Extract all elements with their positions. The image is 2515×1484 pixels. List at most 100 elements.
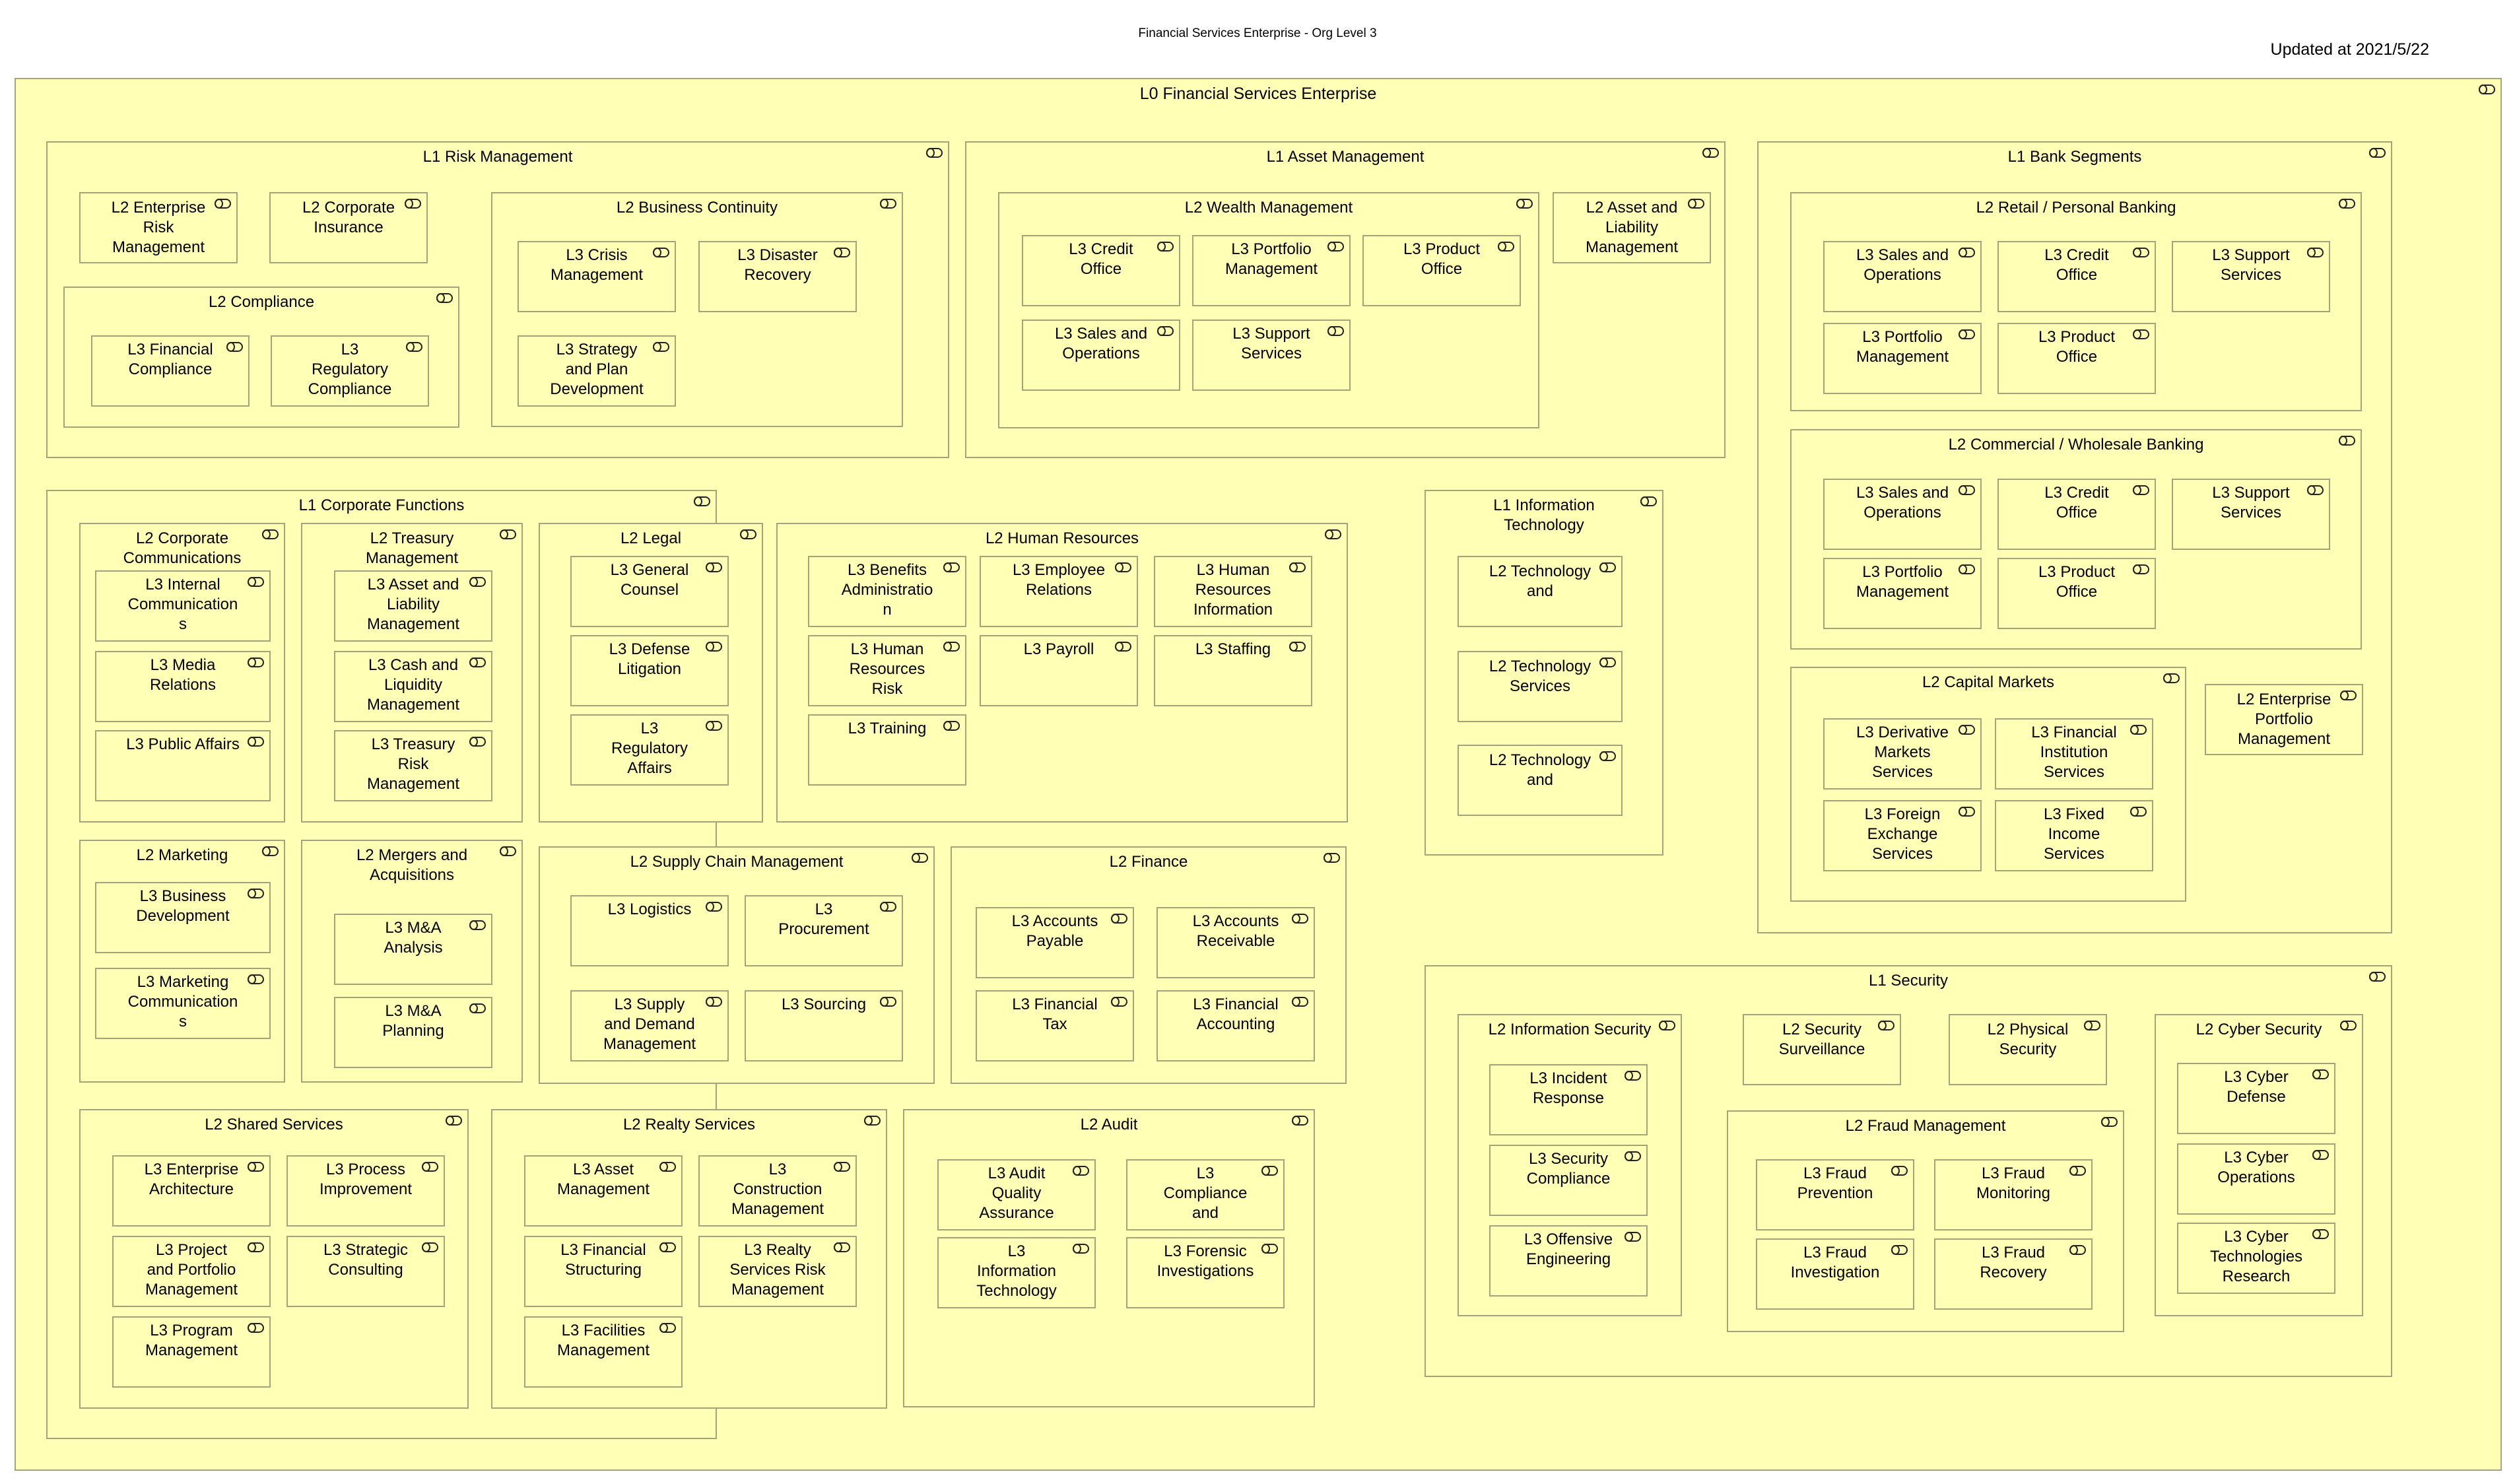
org-unit-l3-marketing-communications[interactable]: L3 Marketing Communications: [95, 968, 271, 1039]
org-unit-l3-manda-analysis[interactable]: L3 M&A Analysis: [334, 914, 492, 985]
org-unit-l3-financial-accounting[interactable]: L3 Financial Accounting: [1157, 990, 1315, 1062]
org-unit-l3-business-development[interactable]: L3 Business Development: [95, 882, 271, 953]
org-unit-l2-enterprise-risk-management[interactable]: L2 Enterprise Risk Management: [79, 192, 238, 263]
org-unit-l3-human-resources-risk[interactable]: L3 Human Resources Risk: [808, 635, 966, 706]
org-unit-l3-disaster-recovery[interactable]: L3 Disaster Recovery: [698, 241, 857, 312]
org-unit-l3-asset-management[interactable]: L3 Asset Management: [524, 1155, 683, 1227]
org-unit-l3-support-services[interactable]: L3 Support Services: [2172, 479, 2330, 550]
org-unit-l3-enterprise-architecture[interactable]: L3 Enterprise Architecture: [112, 1155, 271, 1227]
org-unit-l3-compliance-and[interactable]: L3 Compliance and: [1126, 1159, 1285, 1231]
org-unit-l3-information-technology[interactable]: L3 Information Technology: [937, 1237, 1096, 1308]
org-unit-l3-realty-services-risk-management[interactable]: L3 Realty Services Risk Management: [698, 1236, 857, 1307]
org-unit-l3-general-counsel[interactable]: L3 General Counsel: [570, 556, 729, 627]
org-unit-l3-procurement[interactable]: L3 Procurement: [745, 895, 903, 966]
org-unit-l3-facilities-management[interactable]: L3 Facilities Management: [524, 1316, 683, 1388]
org-unit-l3-asset-and-liability-management[interactable]: L3 Asset and Liability Management: [334, 570, 492, 642]
org-unit-l3-public-affairs[interactable]: L3 Public Affairs: [95, 730, 271, 801]
org-unit-l2-security-surveillance[interactable]: L2 Security Surveillance: [1743, 1014, 1901, 1085]
org-unit-l3-derivative-markets-services[interactable]: L3 Derivative Markets Services: [1823, 718, 1982, 790]
org-unit-l2-technology-and[interactable]: L2 Technology and: [1458, 745, 1623, 816]
org-unit-l3-cyber-technologies-research[interactable]: L3 Cyber Technologies Research: [2177, 1223, 2335, 1294]
org-unit-l3-incident-response[interactable]: L3 Incident Response: [1489, 1064, 1648, 1135]
org-unit-l3-accounts-receivable[interactable]: L3 Accounts Receivable: [1157, 907, 1315, 978]
org-unit-l3-financial-tax[interactable]: L3 Financial Tax: [976, 990, 1134, 1062]
org-unit-l3-support-services[interactable]: L3 Support Services: [1192, 320, 1351, 391]
org-unit-l3-fraud-investigation[interactable]: L3 Fraud Investigation: [1756, 1238, 1914, 1310]
org-unit-l3-credit-office[interactable]: L3 Credit Office: [1022, 235, 1180, 306]
org-unit-l3-support-services[interactable]: L3 Support Services: [2172, 241, 2330, 312]
org-unit-l3-portfolio-management[interactable]: L3 Portfolio Management: [1823, 558, 1982, 629]
org-unit-l3-human-resources-information[interactable]: L3 Human Resources Information: [1154, 556, 1312, 627]
org-unit-l3-foreign-exchange-services[interactable]: L3 Foreign Exchange Services: [1823, 800, 1982, 871]
org-unit-l3-payroll[interactable]: L3 Payroll: [980, 635, 1138, 706]
org-unit-l3-regulatory-compliance[interactable]: L3 Regulatory Compliance: [271, 335, 429, 407]
org-unit-l3-fraud-recovery[interactable]: L3 Fraud Recovery: [1934, 1238, 2093, 1310]
org-unit-l3-forensic-investigations[interactable]: L3 Forensic Investigations: [1126, 1237, 1285, 1308]
org-unit-l3-construction-management[interactable]: L3 Construction Management: [698, 1155, 857, 1227]
org-unit-l3-product-office[interactable]: L3 Product Office: [1997, 558, 2156, 629]
org-unit-l3-financial-compliance[interactable]: L3 Financial Compliance: [91, 335, 250, 407]
org-unit-l3-logistics[interactable]: L3 Logistics: [570, 895, 729, 966]
org-unit-l3-fraud-monitoring[interactable]: L3 Fraud Monitoring: [1934, 1159, 2093, 1231]
org-unit-l3-sales-and-operations[interactable]: L3 Sales and Operations: [1022, 320, 1180, 391]
org-unit-l3-security-compliance[interactable]: L3 Security Compliance: [1489, 1145, 1648, 1216]
org-unit-l3-financial-structuring[interactable]: L3 Financial Structuring: [524, 1236, 683, 1307]
org-unit-l2-corporate-insurance[interactable]: L2 Corporate Insurance: [269, 192, 428, 263]
org-unit-l3-process-improvement[interactable]: L3 Process Improvement: [286, 1155, 445, 1227]
org-unit-l3-manda-planning[interactable]: L3 M&A Planning: [334, 997, 492, 1068]
org-unit-l3-strategic-consulting[interactable]: L3 Strategic Consulting: [286, 1236, 445, 1307]
org-unit-l3-offensive-engineering[interactable]: L3 Offensive Engineering: [1489, 1225, 1648, 1297]
org-unit-l3-treasury-risk-management[interactable]: L3 Treasury Risk Management: [334, 730, 492, 801]
org-unit-l3-sales-and-operations[interactable]: L3 Sales and Operations: [1823, 241, 1982, 312]
org-unit-l3-financial-institution-services[interactable]: L3 Financial Institution Services: [1995, 718, 2153, 790]
org-unit-l3-internal-communications[interactable]: L3 Internal Communications: [95, 570, 271, 642]
org-unit-l2-enterprise-portfolio-management[interactable]: L2 Enterprise Portfolio Management: [2205, 684, 2363, 755]
org-unit-l3-strategy-and-plan-development[interactable]: L3 Strategy and Plan Development: [518, 335, 676, 407]
org-unit-l3-crisis-management[interactable]: L3 Crisis Management: [518, 241, 676, 312]
org-unit-l3-cyber-defense[interactable]: L3 Cyber Defense: [2177, 1063, 2335, 1134]
org-unit-l3-defense-litigation[interactable]: L3 Defense Litigation: [570, 635, 729, 706]
org-unit-l3-accounts-payable[interactable]: L3 Accounts Payable: [976, 907, 1134, 978]
org-unit-l2-asset-and-liability-management[interactable]: L2 Asset and Liability Management: [1553, 192, 1711, 263]
org-unit-l3-supply-and-demand-management[interactable]: L3 Supply and Demand Management: [570, 990, 729, 1062]
org-unit-l3-sales-and-operations[interactable]: L3 Sales and Operations: [1823, 479, 1982, 550]
org-unit-l3-regulatory-affairs[interactable]: L3 Regulatory Affairs: [570, 714, 729, 786]
org-unit-l3-product-office[interactable]: L3 Product Office: [1362, 235, 1521, 306]
org-unit-l2-technology-and[interactable]: L2 Technology and: [1458, 556, 1623, 627]
org-unit-l3-training[interactable]: L3 Training: [808, 714, 966, 786]
org-unit-l3-credit-office[interactable]: L3 Credit Office: [1997, 241, 2156, 312]
org-unit-l3-project-and-portfolio-management[interactable]: L3 Project and Portfolio Management: [112, 1236, 271, 1307]
org-unit-l3-audit-quality-assurance[interactable]: L3 Audit Quality Assurance: [937, 1159, 1096, 1231]
org-unit-l2-technology-services[interactable]: L2 Technology Services: [1458, 651, 1623, 722]
org-unit-l3-fixed-income-services[interactable]: L3 Fixed Income Services: [1995, 800, 2153, 871]
org-unit-l3-cash-and-liquidity-management[interactable]: L3 Cash and Liquidity Management: [334, 651, 492, 722]
org-unit-l2-physical-security[interactable]: L2 Physical Security: [1949, 1014, 2107, 1085]
org-unit-l3-credit-office[interactable]: L3 Credit Office: [1997, 479, 2156, 550]
org-unit-l3-sourcing[interactable]: L3 Sourcing: [745, 990, 903, 1062]
org-unit-l3-media-relations[interactable]: L3 Media Relations: [95, 651, 271, 722]
